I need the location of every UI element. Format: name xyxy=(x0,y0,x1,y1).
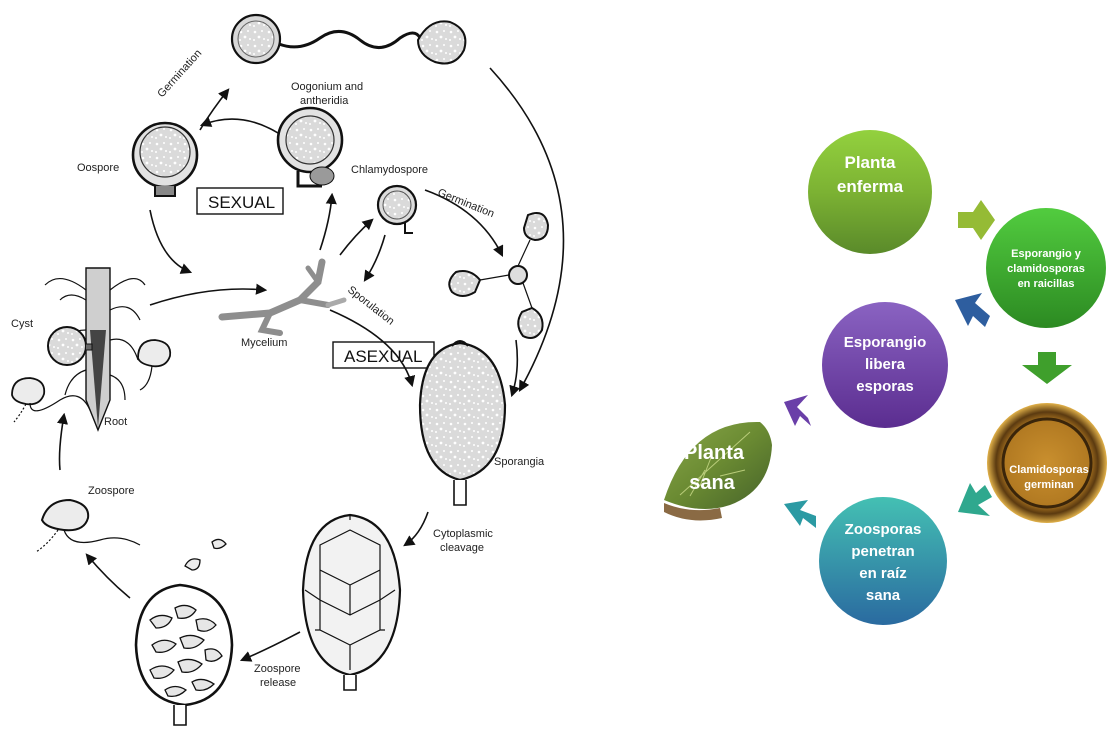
node-clamidosporas-line-2: germinan xyxy=(1024,479,1074,491)
node-esporangio-clamidosporas: Esporangio y clamidosporas en raicillas xyxy=(986,208,1106,328)
label-asexual: ASEXUAL xyxy=(344,347,422,366)
label-cytoplasmic: Cytoplasmic xyxy=(433,528,493,540)
label-zoospore-release-1: Zoospore xyxy=(254,663,300,675)
releasing-sporangium xyxy=(134,538,234,726)
chevron-arrow-2 xyxy=(1022,352,1072,384)
label-cleavage: cleavage xyxy=(440,542,484,554)
node-esporangio-line-1: Esporangio y xyxy=(1011,248,1082,260)
node-esporangio-line-3: en raicillas xyxy=(1018,278,1075,290)
node-libera-line-1: Esporangio xyxy=(844,334,927,351)
node-planta-sana-line-1: Planta xyxy=(684,442,745,464)
label-cyst: Cyst xyxy=(11,318,33,330)
chevron-arrow-6 xyxy=(955,293,990,327)
node-zoosporas-line-4: sana xyxy=(866,587,901,604)
node-zoosporas-penetran: Zoosporas penetran en raíz sana xyxy=(819,497,947,625)
node-esporangio-libera: Esporangio libera esporas xyxy=(822,302,948,428)
germinating-chlamydospore xyxy=(448,212,550,339)
zoospore-attached-right xyxy=(137,339,172,391)
node-libera-line-3: esporas xyxy=(856,378,914,395)
oogonium-antheridia xyxy=(276,106,344,188)
chevron-arrow-5 xyxy=(784,395,811,426)
label-mycelium: Mycelium xyxy=(241,337,287,349)
node-planta-enferma: Planta enferma xyxy=(808,130,932,254)
label-germination-top: Germination xyxy=(155,47,204,100)
sporangium xyxy=(418,340,507,506)
cyst xyxy=(47,326,93,366)
label-zoospore: Zoospore xyxy=(88,485,134,497)
node-clamidosporas-germinan: Clamidosporas germinan xyxy=(987,403,1107,523)
free-zoospore xyxy=(35,498,141,553)
node-clamidosporas-line-1: Clamidosporas xyxy=(1009,464,1088,476)
node-planta-sana-line-2: sana xyxy=(689,472,735,494)
node-planta-enferma-line-1: Planta xyxy=(844,153,896,172)
label-zoospore-release-2: release xyxy=(260,677,296,689)
cycle-arrows xyxy=(56,67,565,662)
sexual-box xyxy=(196,187,284,215)
label-sporangia: Sporangia xyxy=(494,456,545,468)
cycle-chevrons xyxy=(784,200,1072,528)
label-antheridia: antheridia xyxy=(300,95,349,107)
node-zoosporas-line-3: en raíz xyxy=(859,565,907,582)
label-germination-right: Germination xyxy=(436,187,496,221)
node-planta-sana: Planta sana xyxy=(656,408,780,532)
node-planta-enferma-line-2: enferma xyxy=(837,177,904,196)
mycelium xyxy=(218,258,347,336)
oospore xyxy=(131,121,199,197)
chevron-arrow-1 xyxy=(958,200,995,240)
node-libera-line-2: libera xyxy=(865,356,906,373)
chevron-arrow-3 xyxy=(958,483,992,516)
cleaved-sporangium xyxy=(301,513,402,691)
label-oogonium: Oogonium and xyxy=(291,81,363,93)
disease-cycle-spanish: Planta enferma Esporangio y clamidospora… xyxy=(656,130,1107,625)
chlamydospore xyxy=(376,184,418,234)
phytophthora-life-cycle: Germination Oogonium and antheridia Oosp… xyxy=(11,13,565,726)
zoospore-attached-left xyxy=(11,377,91,423)
root xyxy=(44,267,146,432)
label-root: Root xyxy=(104,416,127,428)
node-zoosporas-line-2: penetran xyxy=(851,543,914,560)
germinating-oospore-top xyxy=(230,13,467,65)
label-sexual: SEXUAL xyxy=(208,193,275,212)
node-zoosporas-line-1: Zoosporas xyxy=(845,521,922,538)
label-oospore: Oospore xyxy=(77,162,119,174)
node-esporangio-line-2: clamidosporas xyxy=(1007,263,1085,275)
chevron-arrow-4 xyxy=(784,500,816,528)
label-chlamydospore: Chlamydospore xyxy=(351,164,428,176)
